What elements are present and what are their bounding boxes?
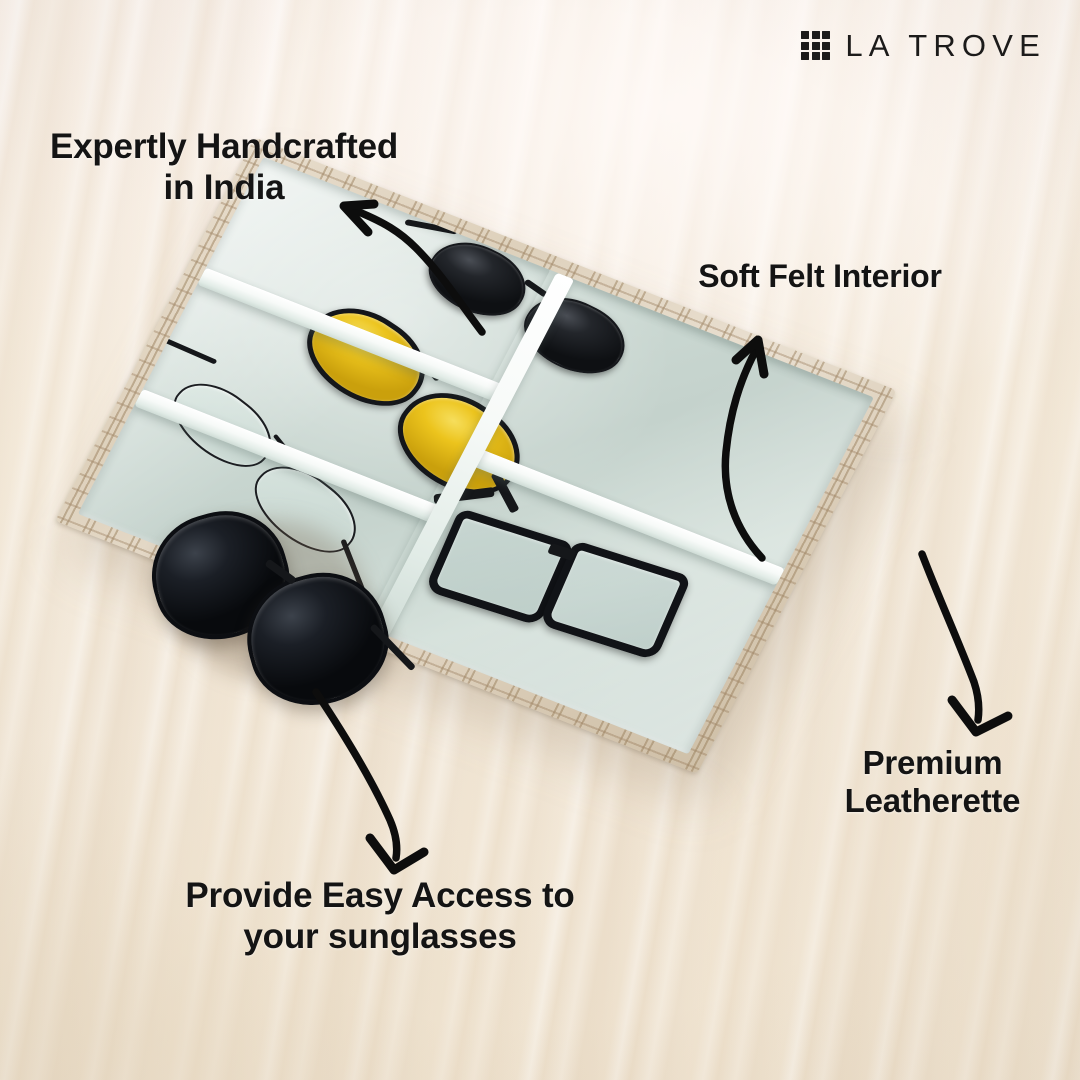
annotation-premium-leatherette: Premium Leatherette xyxy=(800,744,1065,821)
curved-arrow-down-icon xyxy=(312,688,429,875)
annotation-line-2: your sunglasses xyxy=(243,916,517,956)
annotation-line-1: Premium xyxy=(862,744,1003,781)
annotation-expertly-handcrafted: Expertly Handcrafted in India xyxy=(24,127,424,208)
grid-3x3-icon xyxy=(801,31,831,60)
annotation-line-1: Provide Easy Access to xyxy=(185,876,575,915)
annotation-soft-felt-interior: Soft Felt Interior xyxy=(660,258,980,295)
annotation-line-1: Soft Felt Interior xyxy=(698,258,942,294)
annotation-line-2: Leatherette xyxy=(844,782,1021,820)
brand-logo: LA TROVE xyxy=(801,30,1046,61)
curved-arrow-up-icon xyxy=(721,335,769,562)
annotation-line-1: Expertly Handcrafted xyxy=(49,127,399,166)
curved-arrow-up-left-icon xyxy=(339,199,486,336)
annotation-line-2: in India xyxy=(163,167,285,207)
annotation-easy-access: Provide Easy Access to your sunglasses xyxy=(165,876,595,957)
brand-name: LA TROVE xyxy=(845,28,1046,63)
curved-arrow-down-right-icon xyxy=(918,550,1013,737)
